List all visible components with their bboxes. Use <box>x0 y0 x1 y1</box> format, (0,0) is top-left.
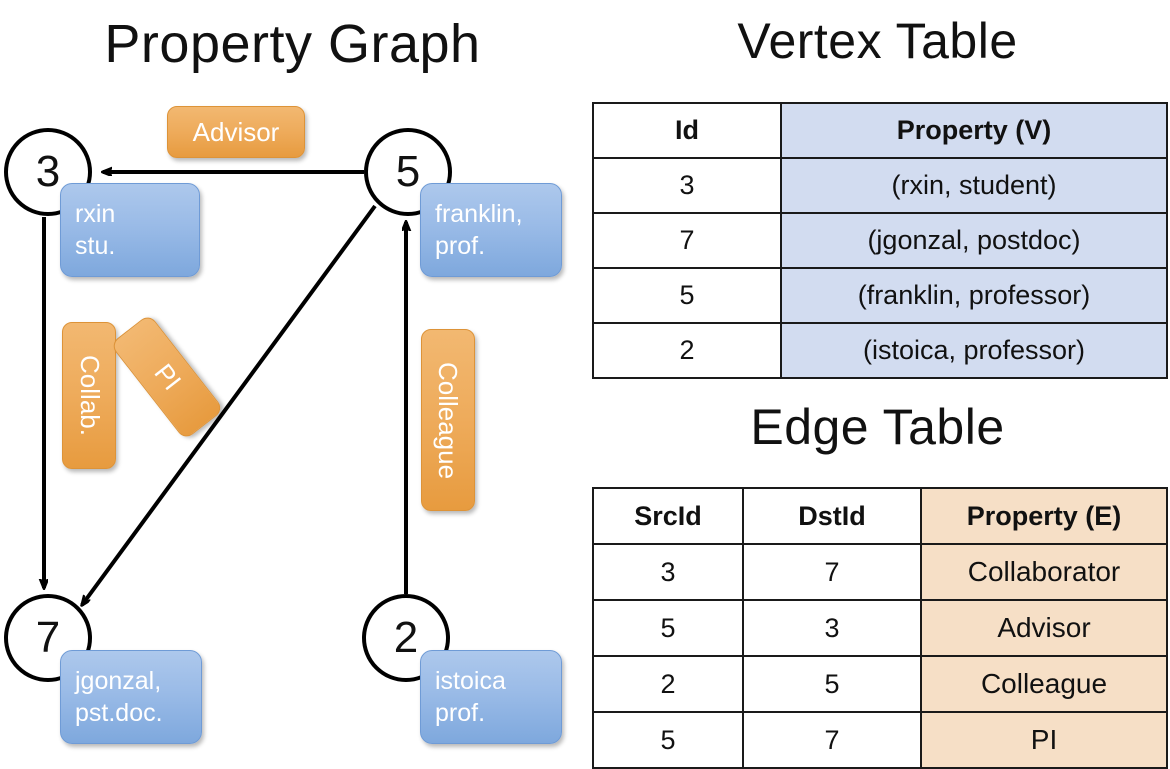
edge-table-header-row: SrcId DstId Property (E) <box>592 487 1168 545</box>
vertex-property-box-istoica[interactable]: istoica prof. <box>420 650 562 744</box>
vertex-table-cell-property: (franklin, professor) <box>780 267 1168 324</box>
vertex-property-line-1: franklin, <box>435 200 523 228</box>
edge-property-label-collab[interactable]: Collab. <box>62 322 116 469</box>
edge-property-label-pi-text: PI <box>148 357 187 396</box>
page-title-vertex-table: Vertex Table <box>737 13 1018 69</box>
vertex-table-cell-id: 5 <box>592 267 782 324</box>
table-row[interactable]: 5 7 PI <box>592 711 1168 769</box>
edge-property-label-advisor[interactable]: Advisor <box>167 106 305 158</box>
graph-node-7-label: 7 <box>35 613 61 662</box>
vertex-property-box-jgonzal[interactable]: jgonzal, pst.doc. <box>60 650 202 744</box>
vertex-property-line-2: prof. <box>435 232 486 260</box>
vertex-table-cell-id: 3 <box>592 157 782 214</box>
edge-table-cell-srcid: 5 <box>592 599 744 657</box>
edge-table-cell-dstid: 7 <box>742 543 922 601</box>
edge-property-label-collab-text: Collab. <box>74 355 105 436</box>
vertex-property-line-1: jgonzal, <box>75 667 162 695</box>
edge-table: SrcId DstId Property (E) 3 7 Collaborato… <box>592 487 1168 769</box>
vertex-property-line-2: prof. <box>435 699 486 727</box>
page-title-property-graph: Property Graph <box>104 14 481 74</box>
edge-property-label-colleague[interactable]: Colleague <box>421 329 475 511</box>
graph-edge-lines <box>0 0 585 760</box>
property-graph-diagram: 3 5 7 2 rxin stu. franklin, prof. jgonza… <box>0 0 585 760</box>
edge-table-cell-srcid: 5 <box>592 711 744 769</box>
table-row[interactable]: 5 3 Advisor <box>592 599 1168 657</box>
graph-node-2[interactable]: 2 <box>362 594 450 682</box>
vertex-property-line-2: stu. <box>75 232 116 260</box>
edge-table-header-property: Property (E) <box>920 487 1168 545</box>
edge-table-cell-property: Advisor <box>920 599 1168 657</box>
edge-table-cell-dstid: 3 <box>742 599 922 657</box>
table-row[interactable]: 5 (franklin, professor) <box>592 267 1168 324</box>
vertex-property-box-rxin[interactable]: rxin stu. <box>60 183 200 277</box>
vertex-table-header-id: Id <box>592 102 782 159</box>
graph-node-3-label: 3 <box>35 147 61 196</box>
vertex-table-cell-id: 7 <box>592 212 782 269</box>
table-row[interactable]: 3 (rxin, student) <box>592 157 1168 214</box>
vertex-table-cell-property: (rxin, student) <box>780 157 1168 214</box>
table-row[interactable]: 7 (jgonzal, postdoc) <box>592 212 1168 269</box>
edge-table-cell-property: Colleague <box>920 655 1168 713</box>
vertex-property-line-2: pst.doc. <box>75 699 163 727</box>
graph-node-5-label: 5 <box>395 147 421 196</box>
page-title-edge-table: Edge Table <box>750 399 1005 455</box>
edge-property-label-advisor-text: Advisor <box>192 116 280 147</box>
edge-table-cell-srcid: 2 <box>592 655 744 713</box>
edge-table-header-dstid: DstId <box>742 487 922 545</box>
edge-table-header-srcid: SrcId <box>592 487 744 545</box>
table-row[interactable]: 2 5 Colleague <box>592 655 1168 713</box>
edge-table-cell-srcid: 3 <box>592 543 744 601</box>
vertex-table-cell-property: (jgonzal, postdoc) <box>780 212 1168 269</box>
table-row[interactable]: 2 (istoica, professor) <box>592 322 1168 379</box>
vertex-table: Id Property (V) 3 (rxin, student) 7 (jgo… <box>592 102 1168 379</box>
edge-line-pi <box>82 204 377 605</box>
vertex-table-cell-id: 2 <box>592 322 782 379</box>
vertex-property-line-1: rxin <box>75 200 116 228</box>
edge-property-label-colleague-text: Colleague <box>433 361 464 479</box>
graph-node-2-label: 2 <box>393 613 419 662</box>
vertex-table-header-row: Id Property (V) <box>592 102 1168 159</box>
vertex-property-box-franklin[interactable]: franklin, prof. <box>420 183 562 277</box>
vertex-table-cell-property: (istoica, professor) <box>780 322 1168 379</box>
vertex-property-line-1: istoica <box>435 667 506 695</box>
edge-table-cell-dstid: 5 <box>742 655 922 713</box>
vertex-table-header-property: Property (V) <box>780 102 1168 159</box>
edge-table-cell-property: Collaborator <box>920 543 1168 601</box>
graph-node-5[interactable]: 5 <box>364 128 452 216</box>
edge-table-cell-dstid: 7 <box>742 711 922 769</box>
table-row[interactable]: 3 7 Collaborator <box>592 543 1168 601</box>
